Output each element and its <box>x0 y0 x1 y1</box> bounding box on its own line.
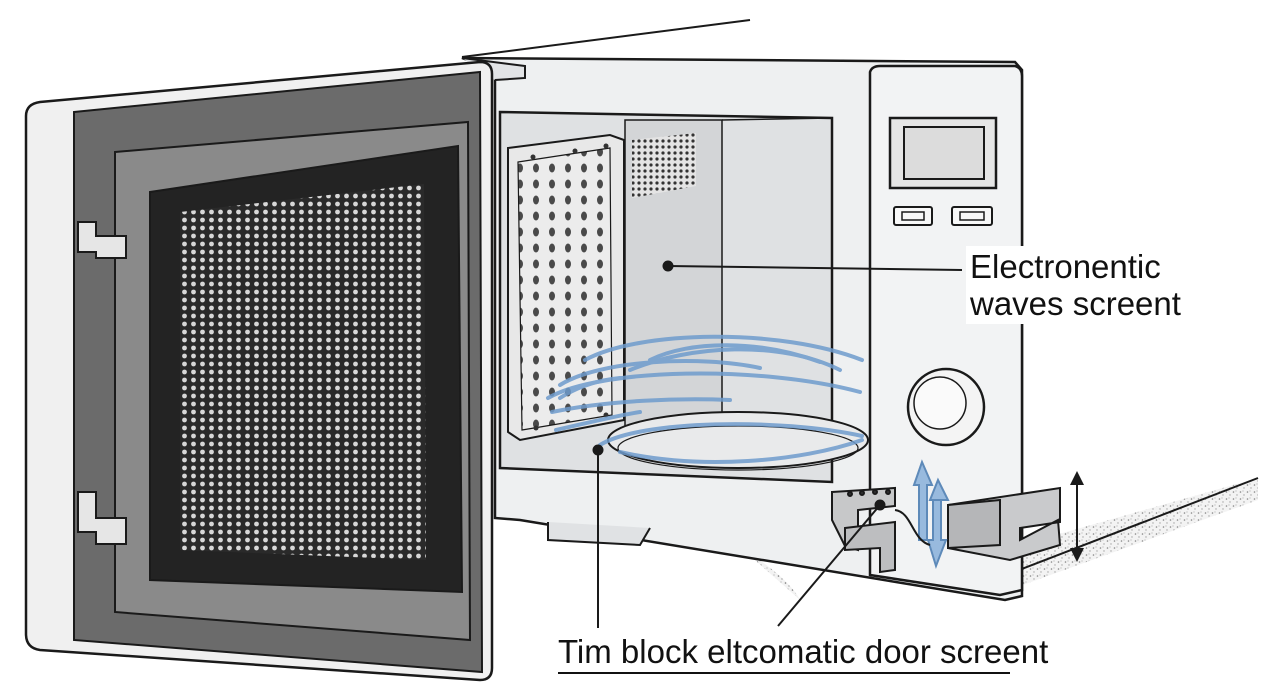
door-screen-label: Tim block eltcomatic door screent <box>558 632 1048 674</box>
door-mesh-screen <box>180 184 426 560</box>
panel-button-left[interactable] <box>893 206 933 226</box>
door-latch-top <box>77 221 127 259</box>
waves-screen-label: Electronentic waves screent <box>966 246 1186 324</box>
interlock-curve <box>894 509 931 546</box>
microwave-door[interactable] <box>24 60 494 682</box>
up-down-arrow-icon <box>912 459 950 570</box>
waves-label-line1: Electronentic <box>970 248 1161 285</box>
waves-label-line2: waves screent <box>970 285 1181 322</box>
back-edge-line <box>461 19 751 58</box>
panel-button-right[interactable] <box>951 206 993 226</box>
control-panel <box>868 64 1024 597</box>
microwave-waves <box>546 334 864 464</box>
door-latch-bottom <box>77 491 127 545</box>
cavity-vent <box>632 133 696 198</box>
leader-lines <box>592 260 963 628</box>
